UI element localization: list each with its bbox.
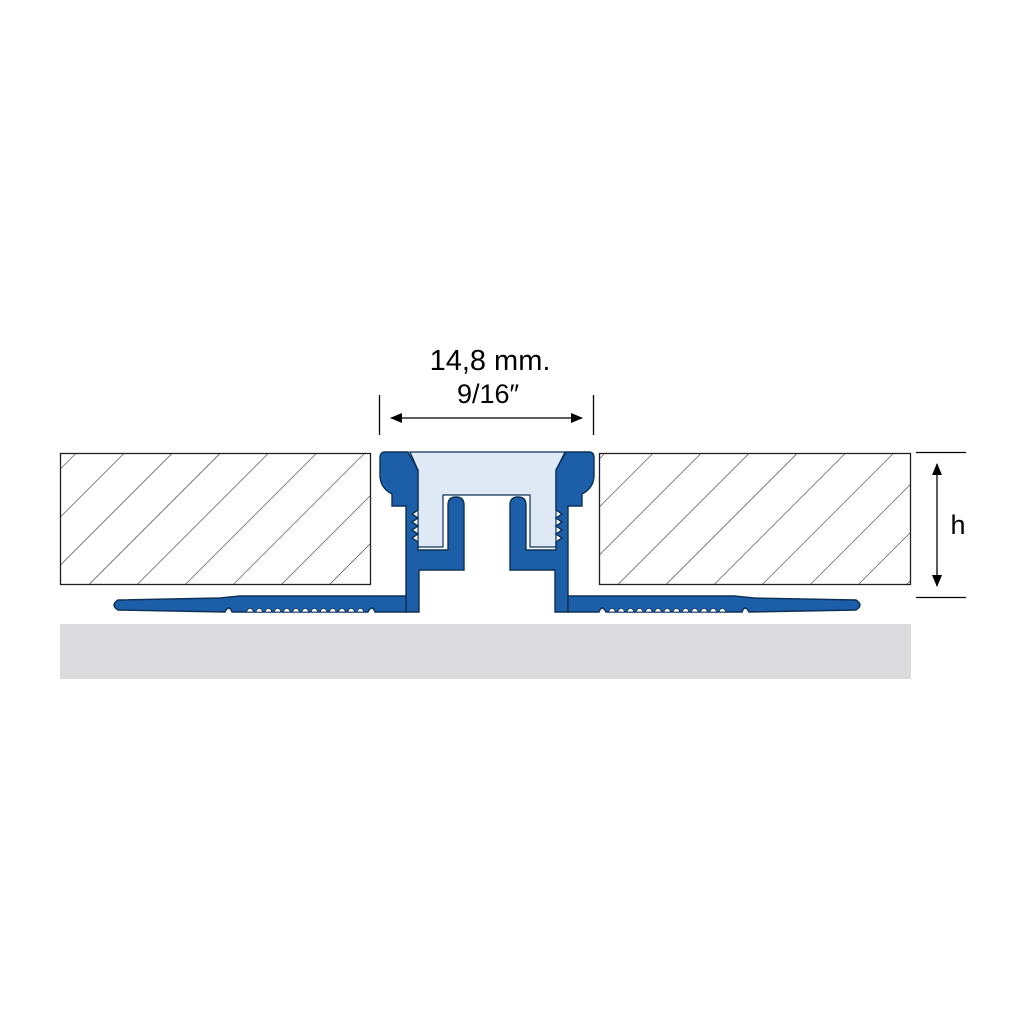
flange-serration (347, 608, 355, 613)
profile-left-half (379, 451, 465, 613)
flange-serration (255, 608, 263, 613)
flange-serration (709, 608, 717, 613)
flange-serration (283, 608, 291, 613)
flexible-insert (409, 451, 566, 548)
flange-serration (264, 608, 273, 613)
flange-serration (292, 608, 300, 613)
profile-right-half (509, 451, 595, 613)
flange-serration (273, 608, 282, 613)
flange-serration (617, 608, 625, 613)
profile-right-flange (567, 595, 861, 613)
flange-serration (654, 608, 662, 613)
flange-serration (681, 608, 690, 613)
flange-serration (672, 608, 681, 613)
flange-serration (338, 608, 346, 613)
flange-serration (626, 608, 635, 613)
height-label: h (950, 510, 965, 540)
flange-serration (301, 608, 309, 613)
profile-left-flange (113, 595, 407, 613)
right-tile (598, 452, 912, 586)
left-tile (59, 452, 372, 586)
height-dimension (916, 451, 966, 599)
flange-serration (645, 608, 653, 613)
flange-serration (310, 608, 319, 613)
width-metric-label: 14,8 mm. (430, 345, 551, 377)
flange-serration (635, 608, 644, 613)
width-imperial-label: 9/16″ (457, 379, 520, 409)
substrate-base (60, 624, 911, 679)
flange-serration (718, 608, 727, 613)
flange-serration (691, 608, 699, 613)
flange-serration (246, 608, 254, 613)
flange-serration (356, 608, 365, 613)
width-dimension (378, 395, 595, 435)
flange-serration (700, 608, 708, 613)
flange-serration (608, 608, 616, 613)
flange-serration (663, 608, 671, 613)
flange-serration (319, 608, 328, 613)
flange-serration (329, 608, 337, 613)
right-flange-serrations (608, 608, 727, 613)
left-flange-serrations (246, 608, 365, 613)
